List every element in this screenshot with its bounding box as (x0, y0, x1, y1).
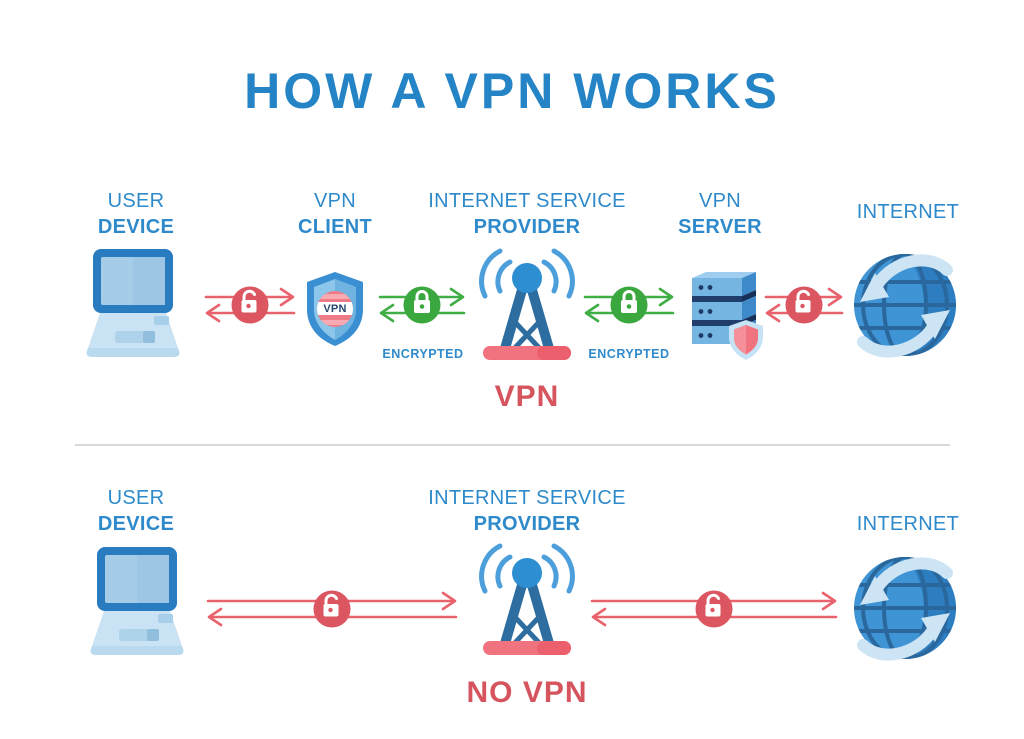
label-line: USER (107, 190, 165, 212)
arrow-pair-unencrypted-icon (590, 584, 838, 634)
label-line: INTERNET (856, 513, 960, 535)
vpn-caption: VPN (494, 380, 560, 413)
label-vpn-client: VPN CLIENT (255, 188, 415, 240)
no-vpn-caption: NO VPN (466, 676, 588, 709)
laptop-icon (72, 249, 194, 361)
vpn-server-icon (684, 272, 764, 360)
label-line: USER (107, 487, 165, 509)
vpn-shield-icon (300, 271, 370, 347)
label-line: INTERNET (856, 201, 960, 223)
label-line: SERVER (678, 216, 762, 238)
label-line: DEVICE (97, 216, 175, 238)
arrow-pair-unencrypted-icon (206, 584, 458, 634)
label-isp-novpn: INTERNET SERVICE PROVIDER (407, 485, 647, 537)
label-line: INTERNET SERVICE (428, 190, 626, 212)
laptop-icon (76, 547, 198, 659)
label-line: INTERNET SERVICE (428, 487, 626, 509)
label-vpn-server: VPN SERVER (640, 188, 800, 240)
encrypted-label-left: ENCRYPTED (382, 347, 464, 361)
label-user-device-vpn: USER DEVICE (56, 188, 216, 240)
internet-globe-icon (844, 548, 966, 670)
section-divider (75, 444, 950, 446)
label-line: DEVICE (97, 513, 175, 535)
arrow-pair-unencrypted-icon (204, 280, 296, 330)
label-line: CLIENT (297, 216, 373, 238)
label-line: PROVIDER (473, 513, 581, 535)
vpn-badge-label: VPN (323, 303, 347, 315)
label-internet-novpn: INTERNET (828, 511, 988, 537)
arrow-pair-encrypted-icon (583, 280, 675, 330)
arrow-pair-encrypted-icon (378, 280, 466, 330)
isp-tower-icon (467, 535, 587, 659)
encrypted-label-right: ENCRYPTED (588, 347, 670, 361)
page-title: HOW A VPN WORKS (244, 63, 780, 119)
arrow-pair-unencrypted-icon (764, 280, 844, 330)
internet-globe-icon (844, 245, 966, 367)
label-internet-vpn: INTERNET (828, 199, 988, 225)
label-line: PROVIDER (473, 216, 581, 238)
label-line: VPN (698, 190, 742, 212)
label-isp-vpn: INTERNET SERVICE PROVIDER (407, 188, 647, 240)
label-line: VPN (313, 190, 357, 212)
isp-tower-icon (467, 240, 587, 364)
label-user-device-novpn: USER DEVICE (56, 485, 216, 537)
